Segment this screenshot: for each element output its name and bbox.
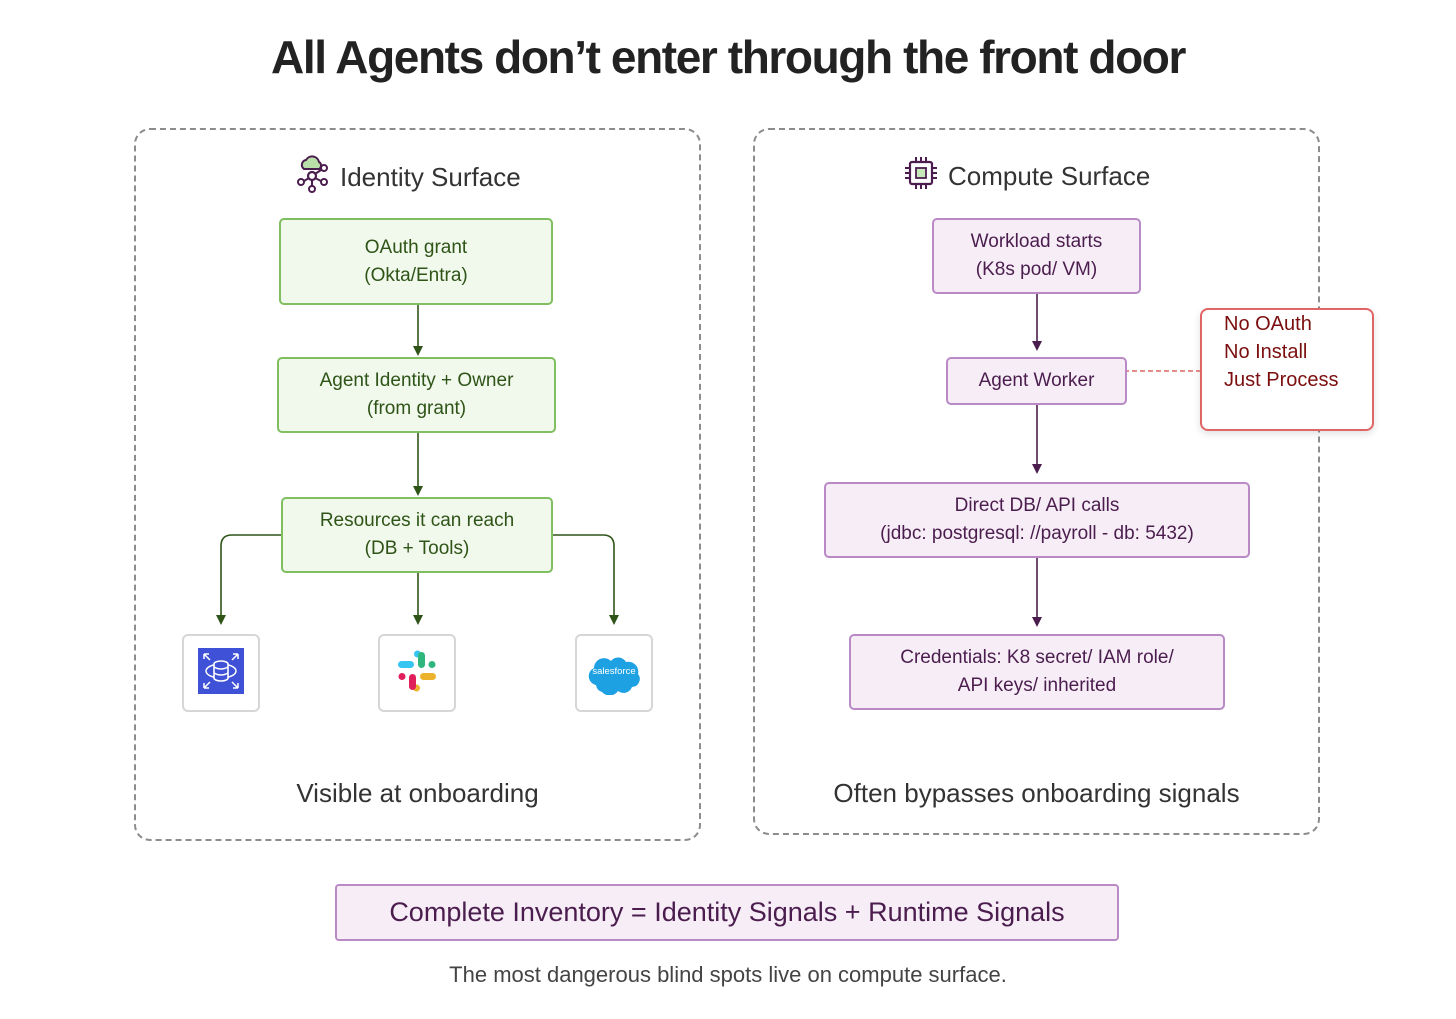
step-credentials: Credentials: K8 secret/ IAM role/ API ke… <box>849 634 1225 710</box>
identity-caption: Visible at onboarding <box>296 778 539 808</box>
inventory-formula: Complete Inventory = Identity Signals + … <box>335 884 1119 941</box>
callout-line: No OAuth <box>1224 313 1312 335</box>
identity-surface-title: Identity Surface <box>340 162 521 192</box>
arrow-to-database <box>216 534 282 625</box>
step-line: (from grant) <box>366 398 467 419</box>
step-line: (DB + Tools) <box>364 538 470 559</box>
step-line: Resources it can reach <box>319 510 515 531</box>
aws-rds-database-icon <box>198 648 244 698</box>
callout-line: No Install <box>1224 341 1308 363</box>
compute-surface-title: Compute Surface <box>948 161 1151 191</box>
step-line: (Okta/Entra) <box>364 264 468 286</box>
resource-tile-salesforce: salesforce <box>575 634 653 712</box>
step-line: Agent Identity + Owner <box>319 370 514 391</box>
callout-no-oauth: No OAuth No Install Just Process <box>1200 308 1374 431</box>
salesforce-label: salesforce <box>592 666 636 677</box>
identity-surface-panel <box>134 128 701 841</box>
step-line: OAuth grant <box>364 236 468 258</box>
resource-tile-slack <box>378 634 456 712</box>
step-oauth-grant: OAuth grant (Okta/Entra) <box>279 218 553 305</box>
step-workload-starts: Workload starts (K8s pod/ VM) <box>932 218 1141 294</box>
step-agent-identity: Agent Identity + Owner (from grant) <box>277 357 556 433</box>
step-line: Workload starts <box>970 231 1103 252</box>
step-resources: Resources it can reach (DB + Tools) <box>281 497 553 573</box>
page-title: All Agents don’t enter through the front… <box>271 31 1186 83</box>
compute-surface-heading: Compute Surface <box>904 155 1150 198</box>
step-line: Direct DB/ API calls <box>954 495 1120 516</box>
footnote: The most dangerous blind spots live on c… <box>449 962 1007 987</box>
resource-tile-database <box>182 634 260 712</box>
salesforce-logo-icon: salesforce <box>584 651 644 696</box>
step-line: (K8s pod/ VM) <box>975 259 1098 280</box>
step-line: Agent Worker <box>978 370 1095 391</box>
compute-caption: Often bypasses onboarding signals <box>833 778 1240 808</box>
step-line: API keys/ inherited <box>957 675 1117 696</box>
step-agent-worker: Agent Worker <box>946 357 1127 405</box>
arrow-to-salesforce <box>552 534 619 625</box>
step-line: Credentials: K8 secret/ IAM role/ <box>900 647 1174 668</box>
identity-surface-heading: Identity Surface <box>296 155 521 200</box>
callout-line: Just Process <box>1224 369 1339 391</box>
cloud-network-icon <box>296 155 330 200</box>
compute-surface-panel <box>753 128 1320 835</box>
step-line: (jdbc: postgresql: //payroll - db: 5432) <box>880 523 1194 544</box>
cpu-chip-icon <box>904 155 938 198</box>
step-direct-calls: Direct DB/ API calls (jdbc: postgresql: … <box>824 482 1250 558</box>
slack-logo-icon <box>395 649 439 697</box>
